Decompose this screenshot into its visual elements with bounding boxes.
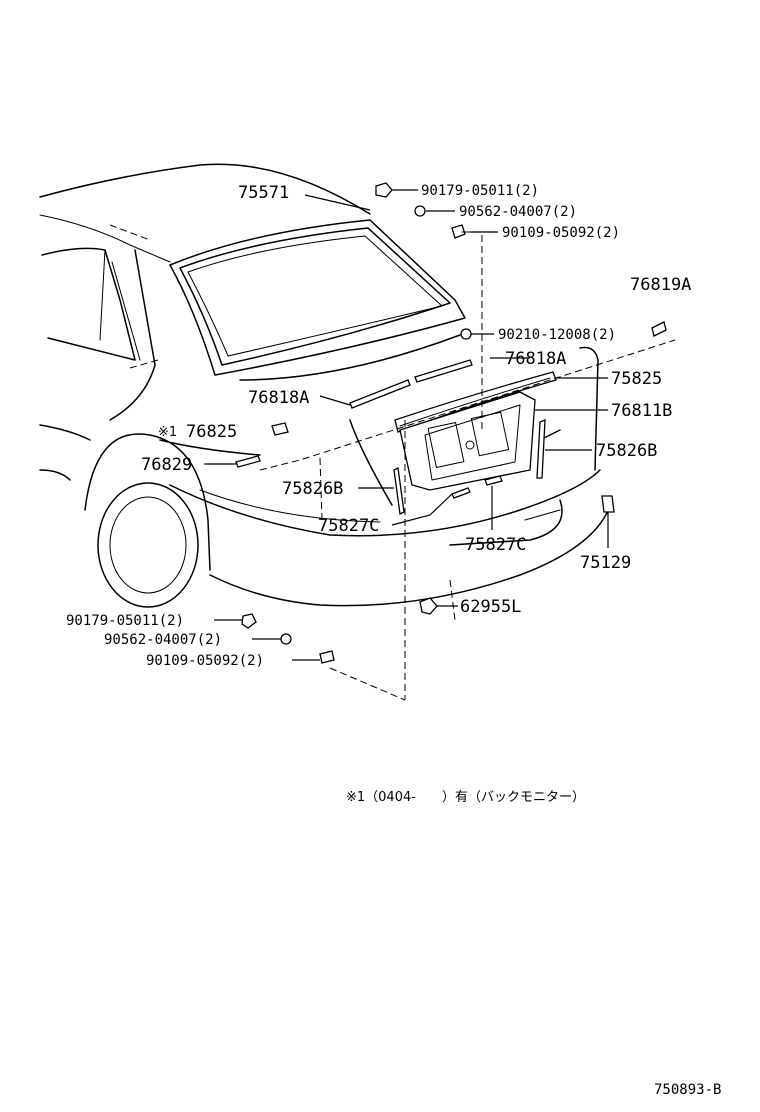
label-75825: 75825	[611, 369, 662, 389]
label-90109-top: 90109-05092(2)	[502, 225, 620, 241]
label-90179-top: 90179-05011(2)	[421, 183, 539, 199]
label-75827C-left: 75827C	[318, 516, 379, 536]
label-90109-bottom: 90109-05092(2)	[146, 653, 264, 669]
label-75827C-right: 75827C	[465, 535, 526, 555]
label-76818A-left: 76818A	[248, 388, 309, 408]
label-75129: 75129	[580, 553, 631, 573]
label-90179-bottom: 90179-05011(2)	[66, 613, 184, 629]
molding-76818A	[349, 359, 473, 409]
garnish-76811B	[399, 391, 536, 491]
label-76819A: 76819A	[630, 275, 691, 295]
fasteners-top	[375, 182, 472, 340]
label-76811B: 76811B	[611, 401, 672, 421]
drawing-code: 750893-B	[654, 1082, 721, 1098]
label-75826B-right: 75826B	[596, 441, 657, 461]
part-labels: 75571 90179-05011(2) 90562-04007(2) 9010…	[66, 183, 691, 669]
label-90562-top: 90562-04007(2)	[459, 204, 577, 220]
fasteners-bottom	[241, 597, 438, 664]
part-76819A	[651, 321, 667, 337]
label-62955L: 62955L	[460, 597, 521, 617]
label-75826B-left: 75826B	[282, 479, 343, 499]
guide-lines	[109, 224, 676, 701]
rear-window-glass	[169, 219, 466, 376]
label-90562-bottom: 90562-04007(2)	[104, 632, 222, 648]
footnote: ※1（0404- ）有（バックモニター）	[346, 790, 585, 805]
label-76825: 76825	[186, 422, 237, 442]
molding-75826B	[393, 419, 546, 515]
label-90210: 90210-12008(2)	[498, 327, 616, 343]
leader-lines	[204, 189, 609, 661]
label-75571: 75571	[238, 183, 289, 203]
label-76818A-right: 76818A	[505, 349, 566, 369]
label-76825-mark: ※1	[158, 425, 177, 440]
label-76829: 76829	[141, 455, 192, 475]
clip-75129	[601, 495, 615, 513]
parts-76825-76829	[235, 422, 289, 468]
pad-75827C	[451, 475, 503, 499]
